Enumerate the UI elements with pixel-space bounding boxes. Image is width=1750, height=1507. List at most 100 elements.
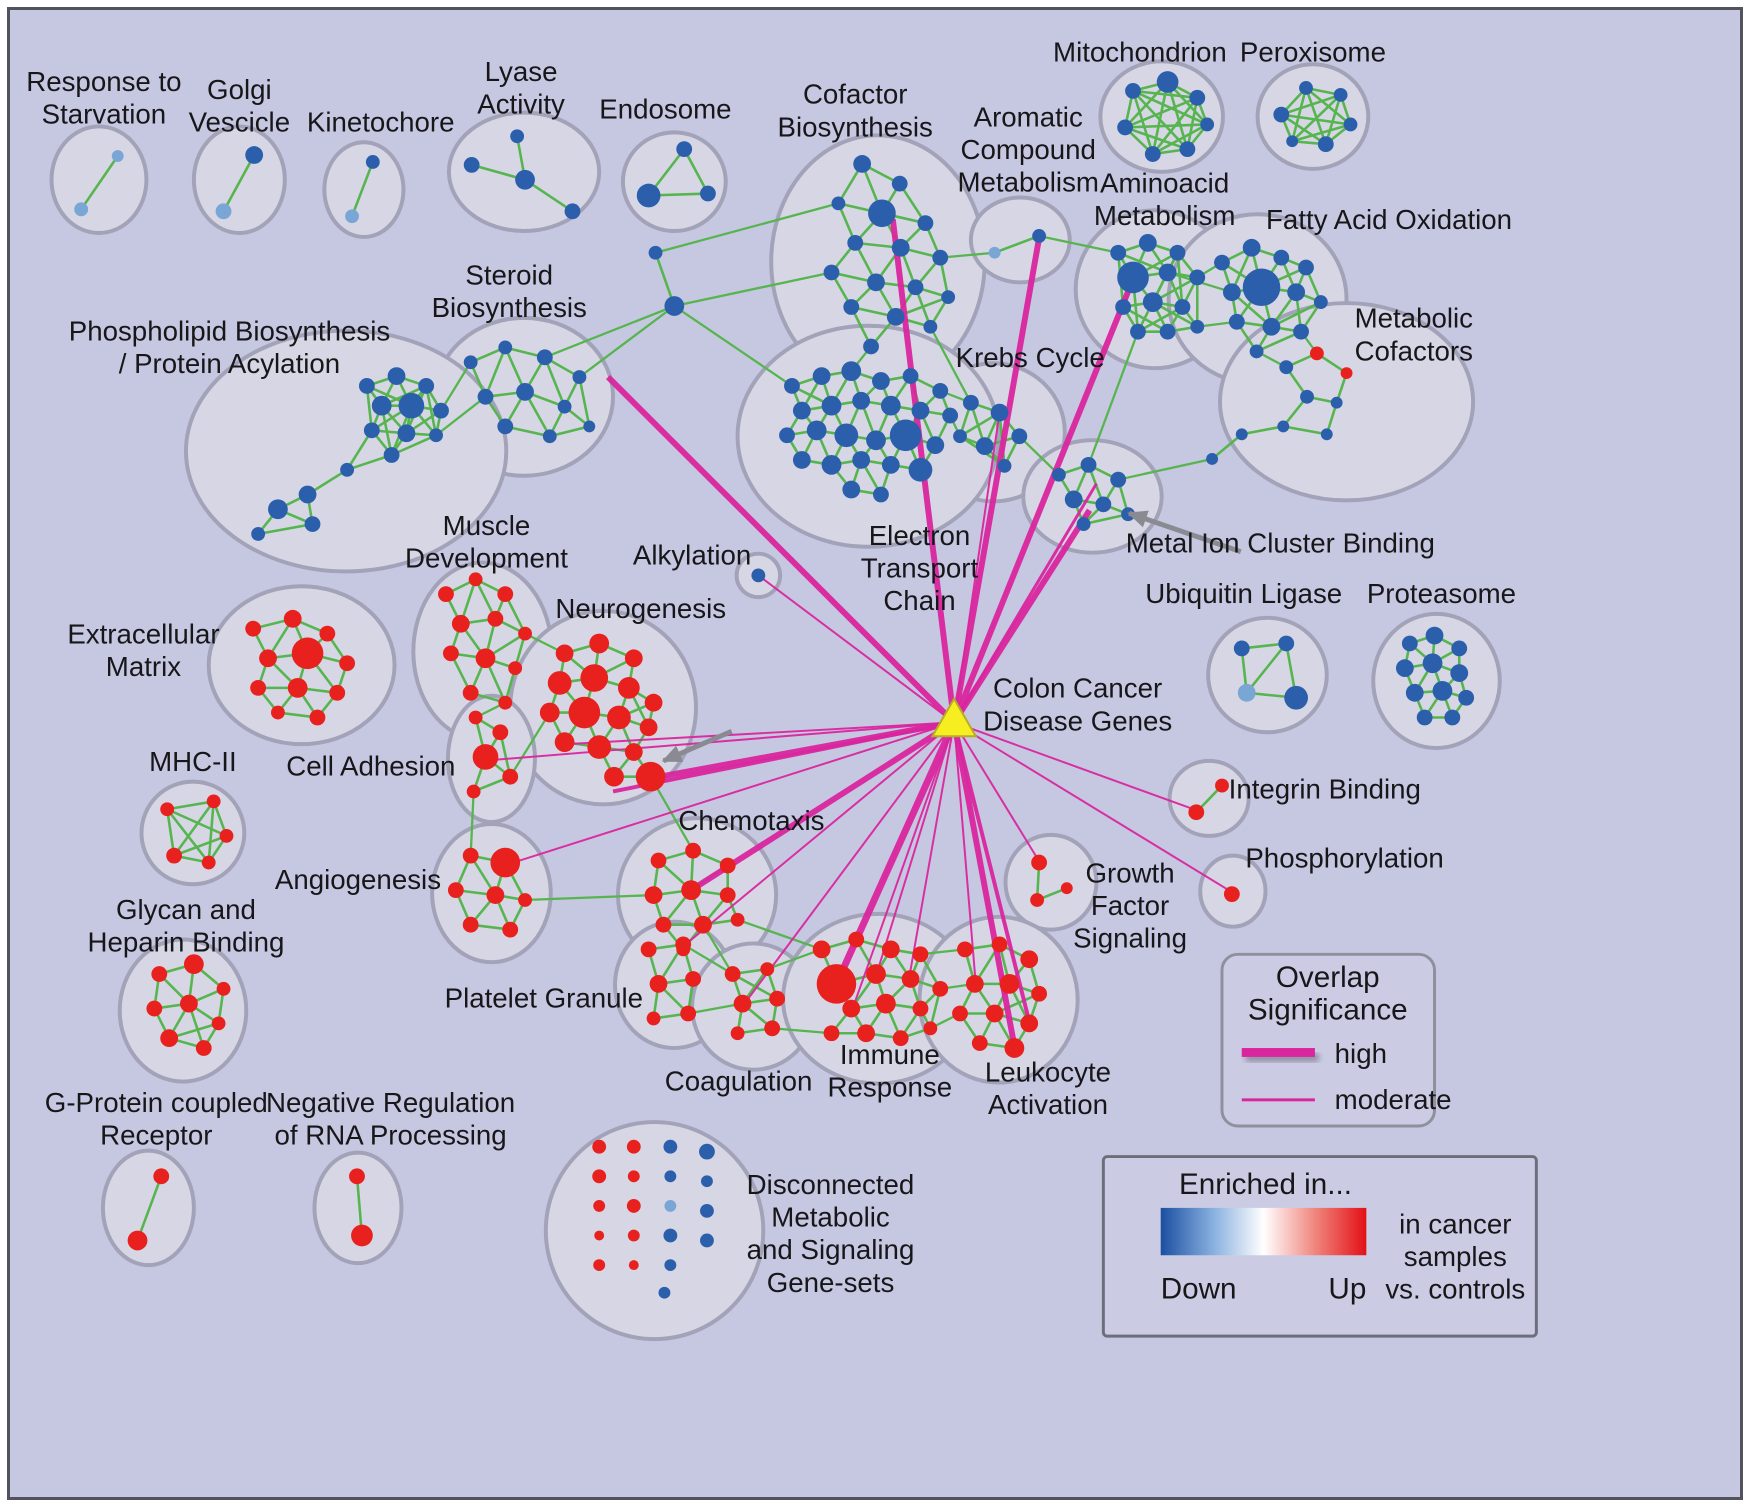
connector-node[interactable] <box>648 245 663 260</box>
glycan-heparin-binding-node[interactable] <box>216 981 231 996</box>
peroxisome-node[interactable] <box>1273 106 1290 123</box>
cell-adhesion-node[interactable] <box>492 724 509 741</box>
phosphorylation-node[interactable] <box>1223 886 1240 903</box>
fatty-acid-oxidation-node[interactable] <box>1228 313 1245 330</box>
metal-ion-cluster-binding-node[interactable] <box>1110 471 1127 488</box>
fatty-acid-oxidation-node[interactable] <box>1222 283 1241 302</box>
cofactor-biosynthesis-node[interactable] <box>932 249 949 266</box>
negative-regulation-rna-processing-node[interactable] <box>349 1168 365 1185</box>
aminoacid-metabolism-node[interactable] <box>1158 263 1177 282</box>
kinetochore-node[interactable] <box>345 209 359 224</box>
leukocyte-activation-node[interactable] <box>1031 985 1048 1002</box>
electron-transport-chain-node[interactable] <box>821 455 842 475</box>
cofactor-biosynthesis-node[interactable] <box>823 264 840 281</box>
metal-ion-cluster-binding-node[interactable] <box>1076 517 1091 531</box>
extracellular-matrix-node[interactable] <box>270 705 285 720</box>
metal-ion-cluster-binding-node[interactable] <box>1064 490 1083 509</box>
proteasome-node[interactable] <box>1416 709 1433 726</box>
immune-response-node[interactable] <box>923 1021 938 1036</box>
neurogenesis-node[interactable] <box>587 735 612 759</box>
electron-transport-chain-node[interactable] <box>873 486 889 503</box>
platelet-granule-node[interactable] <box>675 936 692 953</box>
g-protein-coupled-receptor-node[interactable] <box>153 1168 170 1185</box>
response-to-starvation-node[interactable] <box>111 150 124 162</box>
aminoacid-metabolism-node[interactable] <box>1159 323 1176 340</box>
disconnected-gene-sets-node[interactable] <box>663 1228 678 1243</box>
metal-ion-cluster-binding-node[interactable] <box>1080 456 1097 473</box>
muscle-development-node[interactable] <box>438 586 454 603</box>
phospholipid-acylation-node[interactable] <box>371 395 392 416</box>
immune-response-node[interactable] <box>901 970 920 988</box>
mhc-ii-node[interactable] <box>206 794 221 809</box>
leukocyte-activation-node[interactable] <box>991 936 1008 953</box>
cofactor-biosynthesis-node[interactable] <box>891 175 908 192</box>
disconnected-gene-sets-node[interactable] <box>627 1170 640 1183</box>
negative-regulation-rna-processing-node[interactable] <box>351 1224 373 1247</box>
electron-transport-chain-node[interactable] <box>852 391 871 410</box>
neurogenesis-node[interactable] <box>604 766 624 787</box>
electron-transport-chain-node[interactable] <box>908 457 933 482</box>
cofactor-biosynthesis-node[interactable] <box>831 196 846 211</box>
extracellular-matrix-node[interactable] <box>287 678 308 698</box>
mitochondrion-node[interactable] <box>1179 141 1196 158</box>
cofactor-biosynthesis-node[interactable] <box>843 299 860 315</box>
steroid-biosynthesis-node[interactable] <box>516 382 534 401</box>
steroid-biosynthesis-node[interactable] <box>572 370 587 384</box>
neurogenesis-node[interactable] <box>554 732 575 753</box>
neurogenesis-node[interactable] <box>639 718 658 737</box>
coagulation-node[interactable] <box>733 994 752 1013</box>
electron-transport-chain-node[interactable] <box>866 430 886 451</box>
electron-transport-chain-node[interactable] <box>881 456 900 474</box>
fatty-acid-oxidation-node[interactable] <box>1293 323 1309 340</box>
cofactor-biosynthesis-node[interactable] <box>863 338 879 355</box>
metal-ion-cluster-binding-node[interactable] <box>1095 496 1112 513</box>
glycan-heparin-binding-node[interactable] <box>183 954 204 975</box>
phospholipid-acylation-node[interactable] <box>268 499 288 520</box>
lyase-activity-node[interactable] <box>564 203 581 220</box>
fatty-acid-oxidation-node[interactable] <box>1287 283 1306 302</box>
glycan-heparin-binding-node[interactable] <box>151 966 168 982</box>
disconnected-gene-sets-node[interactable] <box>594 1230 605 1241</box>
integrin-binding-node[interactable] <box>1188 804 1205 821</box>
proteasome-node[interactable] <box>1425 626 1444 645</box>
phospholipid-acylation-node[interactable] <box>383 447 400 463</box>
response-to-starvation-node[interactable] <box>74 202 89 217</box>
disconnected-gene-sets-node[interactable] <box>627 1229 640 1242</box>
muscle-development-node[interactable] <box>462 684 479 701</box>
electron-transport-chain-node[interactable] <box>902 368 919 384</box>
cofactor-biosynthesis-node[interactable] <box>907 279 924 296</box>
platelet-granule-node[interactable] <box>649 975 668 993</box>
kinetochore-node[interactable] <box>365 155 380 169</box>
phospholipid-acylation-node[interactable] <box>418 378 435 394</box>
disconnected-gene-sets-node[interactable] <box>626 1139 641 1154</box>
chemotaxis-node[interactable] <box>644 886 663 904</box>
disconnected-gene-sets-node[interactable] <box>628 1260 639 1271</box>
aminoacid-metabolism-node[interactable] <box>1110 244 1127 261</box>
proteasome-node[interactable] <box>1405 683 1424 702</box>
steroid-biosynthesis-node[interactable] <box>583 420 596 433</box>
neurogenesis-node[interactable] <box>644 693 663 712</box>
disconnected-gene-sets-node[interactable] <box>658 1286 671 1299</box>
neurogenesis-node[interactable] <box>555 644 574 663</box>
electron-transport-chain-node[interactable] <box>932 382 949 399</box>
cofactor-biosynthesis-node[interactable] <box>891 238 910 257</box>
extracellular-matrix-node[interactable] <box>283 609 302 628</box>
chemotaxis-node[interactable] <box>655 916 672 933</box>
glycan-heparin-binding-node[interactable] <box>195 1040 212 1056</box>
lyase-activity-node[interactable] <box>510 129 525 144</box>
fatty-acid-oxidation-node[interactable] <box>1262 317 1281 336</box>
proteasome-node[interactable] <box>1395 659 1414 678</box>
growth-factor-signaling-node[interactable] <box>1060 882 1073 895</box>
coagulation-node[interactable] <box>760 962 775 977</box>
neurogenesis-node[interactable] <box>568 696 601 729</box>
ubiquitin-ligase-node[interactable] <box>1237 683 1256 702</box>
proteasome-node[interactable] <box>1432 680 1453 701</box>
neurogenesis-node[interactable] <box>539 702 560 723</box>
muscle-development-node[interactable] <box>442 645 459 662</box>
aromatic-compound-metabolism-node[interactable] <box>1032 229 1047 243</box>
integrin-binding-node[interactable] <box>1215 778 1229 793</box>
metabolic-cofactors-node[interactable] <box>1340 367 1353 380</box>
mhc-ii-node[interactable] <box>166 847 183 864</box>
disconnected-gene-sets-node[interactable] <box>626 1199 641 1213</box>
fatty-acid-oxidation-node[interactable] <box>1249 344 1264 359</box>
